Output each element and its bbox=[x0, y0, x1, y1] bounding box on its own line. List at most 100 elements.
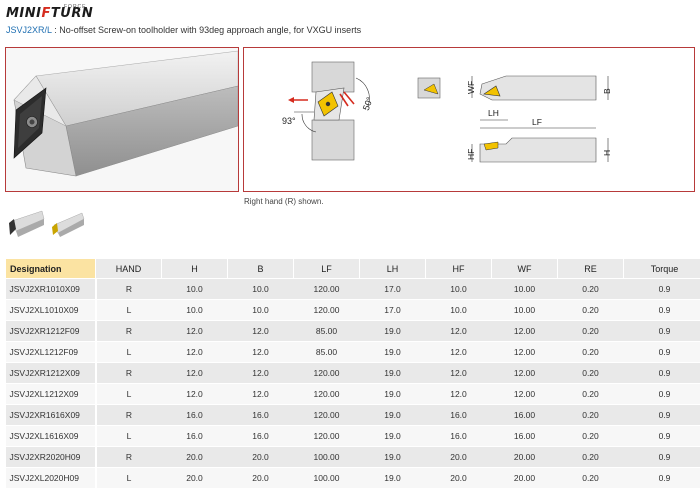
cell-b: 12.0 bbox=[227, 320, 294, 342]
cell-hand: L bbox=[95, 467, 162, 489]
cell-hf: 20.0 bbox=[425, 467, 492, 489]
toolholder-image bbox=[13, 50, 239, 177]
cell-hand: L bbox=[95, 299, 162, 321]
cell-torque: 0.9 bbox=[623, 320, 700, 342]
cell-re: 0.20 bbox=[557, 383, 624, 405]
brand-force-text: FORCE bbox=[64, 4, 87, 10]
col-torque: Torque bbox=[623, 258, 700, 279]
lh-label: LH bbox=[488, 108, 499, 118]
cell-h: 20.0 bbox=[161, 446, 228, 468]
cell-hf: 20.0 bbox=[425, 446, 492, 468]
cell-hf: 10.0 bbox=[425, 278, 492, 300]
cell-torque: 0.9 bbox=[623, 278, 700, 300]
col-re: RE bbox=[557, 258, 624, 279]
cell-lh: 17.0 bbox=[359, 299, 426, 321]
cell-lf: 85.00 bbox=[293, 341, 360, 363]
cell-hf: 10.0 bbox=[425, 299, 492, 321]
cell-torque: 0.9 bbox=[623, 467, 700, 489]
cell-b: 12.0 bbox=[227, 341, 294, 363]
cell-b: 12.0 bbox=[227, 362, 294, 384]
cell-wf: 12.00 bbox=[491, 320, 558, 342]
cell-hf: 12.0 bbox=[425, 320, 492, 342]
diagram-caption: Right hand (R) shown. bbox=[244, 197, 324, 206]
cell-lh: 19.0 bbox=[359, 362, 426, 384]
cell-re: 0.20 bbox=[557, 320, 624, 342]
wf-label: WF bbox=[466, 81, 476, 94]
cell-hand: L bbox=[95, 341, 162, 363]
col-lh: LH bbox=[359, 258, 426, 279]
cell-lf: 120.00 bbox=[293, 383, 360, 405]
dimension-drawing: 93° 50° WF B LH LF HF H bbox=[282, 61, 612, 163]
table-header-row: Designation HAND H B LF LH HF WF RE Torq… bbox=[5, 258, 700, 279]
thumbnail-photo-2[interactable] bbox=[50, 207, 86, 245]
cell-lf: 120.00 bbox=[293, 299, 360, 321]
cell-h: 12.0 bbox=[161, 383, 228, 405]
cell-torque: 0.9 bbox=[623, 383, 700, 405]
hf-label: HF bbox=[466, 149, 476, 160]
product-photo bbox=[5, 47, 239, 192]
cell-lf: 120.00 bbox=[293, 425, 360, 447]
cell-lf: 100.00 bbox=[293, 446, 360, 468]
cell-lh: 19.0 bbox=[359, 341, 426, 363]
cell-torque: 0.9 bbox=[623, 299, 700, 321]
product-code: JSVJ2XR/L bbox=[6, 25, 52, 35]
h-label: H bbox=[602, 150, 612, 156]
cell-hand: L bbox=[95, 383, 162, 405]
cell-lf: 120.00 bbox=[293, 362, 360, 384]
cell-h: 16.0 bbox=[161, 425, 228, 447]
cell-re: 0.20 bbox=[557, 425, 624, 447]
cell-torque: 0.9 bbox=[623, 341, 700, 363]
col-hf: HF bbox=[425, 258, 492, 279]
cell-hand: R bbox=[95, 446, 162, 468]
cell-lh: 19.0 bbox=[359, 383, 426, 405]
cell-re: 0.20 bbox=[557, 467, 624, 489]
cell-hand: L bbox=[95, 425, 162, 447]
cell-lf: 100.00 bbox=[293, 467, 360, 489]
cell-wf: 12.00 bbox=[491, 362, 558, 384]
cell-h: 12.0 bbox=[161, 362, 228, 384]
cell-hf: 12.0 bbox=[425, 383, 492, 405]
cell-hand: R bbox=[95, 362, 162, 384]
col-lf: LF bbox=[293, 258, 360, 279]
cell-lf: 120.00 bbox=[293, 404, 360, 426]
cell-wf: 16.00 bbox=[491, 425, 558, 447]
cell-b: 12.0 bbox=[227, 383, 294, 405]
cell-wf: 20.00 bbox=[491, 446, 558, 468]
cell-h: 20.0 bbox=[161, 467, 228, 489]
cell-b: 16.0 bbox=[227, 425, 294, 447]
col-h: H bbox=[161, 258, 228, 279]
cell-h: 10.0 bbox=[161, 299, 228, 321]
cell-lf: 120.00 bbox=[293, 278, 360, 300]
product-subtitle: JSVJ2XR/L : No-offset Screw-on toolholde… bbox=[6, 25, 361, 35]
product-description: : No-offset Screw-on toolholder with 93d… bbox=[51, 25, 362, 35]
cell-designation: JSVJ2XR1010X09 bbox=[5, 278, 97, 300]
col-b: B bbox=[227, 258, 294, 279]
col-hand: HAND bbox=[95, 258, 162, 279]
cell-h: 16.0 bbox=[161, 404, 228, 426]
cell-hf: 16.0 bbox=[425, 404, 492, 426]
angle-50-label: 50° bbox=[361, 95, 375, 112]
brand-logo: MINIFTURN FORCE bbox=[6, 4, 116, 22]
brand-wordmark: MINIFTURN bbox=[6, 6, 94, 21]
cell-designation: JSVJ2XR1212X09 bbox=[5, 362, 97, 384]
cell-designation: JSVJ2XR1212F09 bbox=[5, 320, 97, 342]
cell-lf: 85.00 bbox=[293, 320, 360, 342]
col-wf: WF bbox=[491, 258, 558, 279]
cell-hf: 12.0 bbox=[425, 362, 492, 384]
cell-torque: 0.9 bbox=[623, 404, 700, 426]
cell-designation: JSVJ2XL2020H09 bbox=[5, 467, 97, 489]
thumbnail-photo-1[interactable] bbox=[6, 207, 46, 245]
cell-lh: 19.0 bbox=[359, 467, 426, 489]
cell-designation: JSVJ2XL1616X09 bbox=[5, 425, 97, 447]
cell-h: 12.0 bbox=[161, 341, 228, 363]
cell-wf: 16.00 bbox=[491, 404, 558, 426]
cell-lh: 19.0 bbox=[359, 446, 426, 468]
